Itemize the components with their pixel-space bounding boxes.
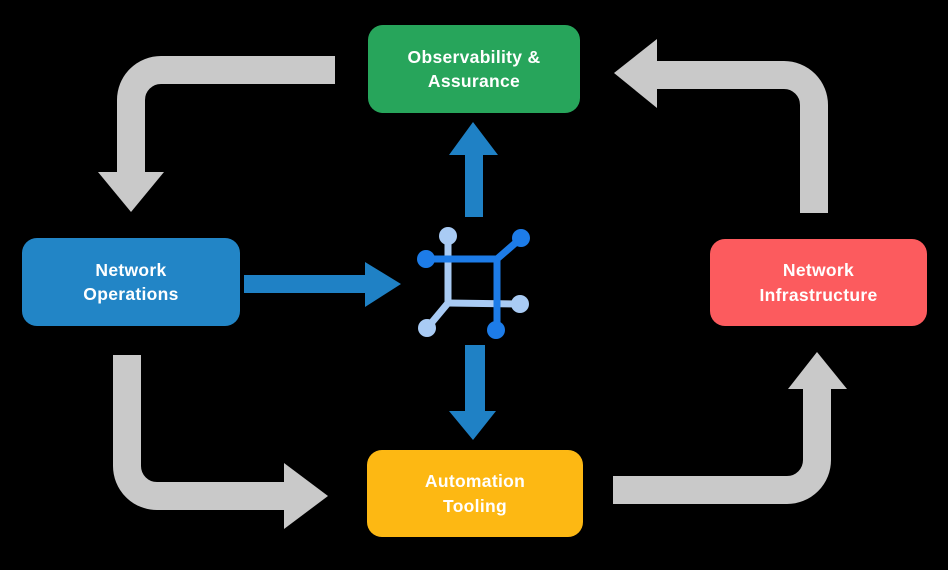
cycle-arrow-infrastructure-to-observability (614, 39, 828, 213)
node-label-line: Tooling (443, 495, 507, 516)
icon-node-top-right (512, 229, 530, 247)
arrow-head-right-icon (284, 463, 328, 529)
flow-arrow-platform-to-automation (449, 345, 496, 440)
node-label-line: Assurance (427, 71, 521, 91)
flow-arrow-operations-to-platform (244, 262, 401, 307)
arrow-up-icon (449, 122, 498, 217)
arrow-shaft (117, 56, 335, 172)
node-network-operations: Network Operations (22, 238, 240, 326)
network-platform-icon (417, 227, 530, 339)
cycle-arrow-automation-to-infrastructure (613, 352, 847, 504)
network-icon-dark-strands (417, 229, 530, 339)
node-label-line: Infrastructure (759, 284, 878, 305)
cycle-arrow-observability-to-operations (98, 56, 335, 212)
arrow-shaft (113, 355, 284, 510)
arrow-head-left-icon (614, 39, 657, 108)
network-icon-light-strands (418, 227, 529, 337)
node-automation-tooling: Automation Tooling (367, 450, 583, 537)
icon-node-top (439, 227, 457, 245)
icon-node-right (511, 295, 529, 313)
arrow-head-down-icon (98, 172, 164, 212)
node-label-line: Network (782, 260, 855, 281)
arrow-shaft (613, 389, 831, 504)
node-label-line: Automation (424, 471, 526, 492)
icon-node-bottom (487, 321, 505, 339)
node-network-infrastructure: Network Infrastructure (710, 239, 927, 326)
node-label-line: Operations (83, 284, 179, 304)
cycle-arrow-operations-to-automation (113, 355, 328, 529)
arrow-down-icon (449, 345, 496, 440)
icon-bottom-edge (447, 299, 521, 308)
arrow-head-up-icon (788, 352, 847, 389)
icon-node-bottom-left (418, 319, 436, 337)
arrow-right-icon (244, 262, 401, 307)
node-label-line: Observability & (407, 46, 541, 67)
flow-arrow-platform-to-observability (449, 122, 498, 217)
node-observability-assurance: Observability & Assurance (368, 25, 580, 113)
icon-node-left (417, 250, 435, 268)
node-label-line: Network (95, 259, 167, 280)
arrow-shaft (657, 61, 828, 213)
